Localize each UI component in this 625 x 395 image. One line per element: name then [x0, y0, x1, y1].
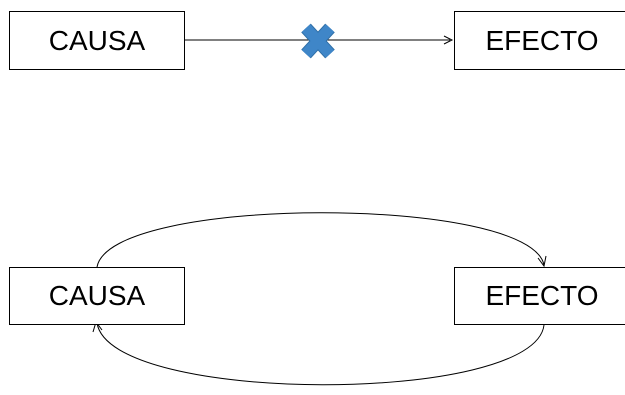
effect-label-circular: EFECTO — [485, 280, 599, 311]
cause-box-linear: CAUSA — [9, 11, 185, 70]
linear-arrow-head — [443, 35, 454, 45]
cause-label-linear: CAUSA — [48, 24, 146, 56]
circular-arrow-top — [96, 212, 545, 268]
cause-label-circular: CAUSA — [48, 280, 146, 311]
effect-box-circular: EFECTO — [454, 267, 625, 325]
effect-box-linear: EFECTO — [454, 11, 625, 70]
effect-label-linear: EFECTO — [485, 24, 599, 56]
circular-arrow-bottom — [96, 322, 545, 386]
cause-box-circular: CAUSA — [9, 267, 185, 325]
x-mark-icon — [301, 23, 335, 59]
circular-arrow-top-head — [537, 255, 547, 268]
